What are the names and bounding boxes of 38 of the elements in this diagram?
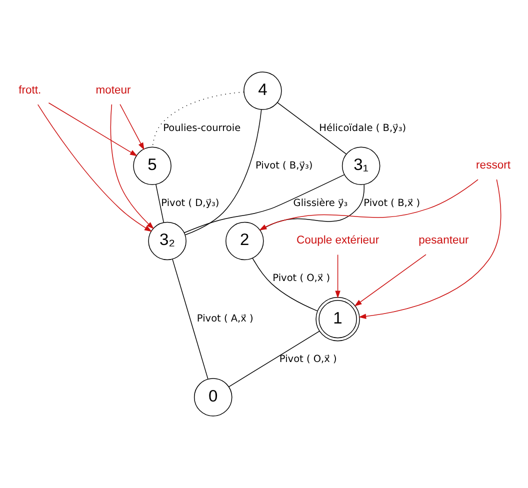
edge-label: Pivot ( O,x⃗ ) bbox=[272, 273, 330, 284]
edge-label: Poulies-courroie bbox=[163, 122, 241, 134]
connector bbox=[156, 184, 164, 223]
node-text: frott. bbox=[18, 84, 42, 96]
node-circle: 3₂ bbox=[148, 222, 186, 260]
connector bbox=[172, 258, 208, 380]
node-circle: 5 bbox=[133, 146, 172, 186]
connector bbox=[184, 109, 262, 236]
connector bbox=[228, 330, 320, 388]
edge-label: Pivot ( O,x⃗ ) bbox=[279, 354, 337, 366]
node-circle: 1 bbox=[316, 296, 360, 342]
edge-label: Pivot ( B,x⃗ ) bbox=[364, 198, 420, 209]
arrow bbox=[110, 104, 154, 230]
edge-label: Glissière y⃗₃ bbox=[293, 198, 348, 209]
arrow bbox=[259, 179, 478, 230]
connector bbox=[152, 92, 244, 148]
arrow bbox=[354, 254, 426, 306]
edge-label: Pivot ( D,y⃗₃) bbox=[161, 198, 220, 209]
node-text: pesanteur bbox=[418, 234, 469, 247]
arrow bbox=[335, 254, 340, 298]
node-text: moteur bbox=[96, 84, 131, 96]
arrow bbox=[120, 104, 144, 150]
node-text: Couple extérieur bbox=[296, 234, 380, 247]
connector bbox=[260, 184, 365, 230]
arrow bbox=[48, 102, 138, 156]
arrow bbox=[358, 179, 502, 319]
edge-label: Pivot ( A,x⃗ ) bbox=[196, 314, 254, 325]
arrow bbox=[37, 104, 152, 232]
node-circle: 3₁ bbox=[342, 146, 380, 186]
node-circle: 2 bbox=[226, 222, 264, 260]
node-circle: 0 bbox=[194, 378, 232, 416]
edge-label: Hélicoïdale ( B,y⃗₃) bbox=[319, 122, 406, 134]
connector bbox=[252, 258, 318, 312]
connector bbox=[277, 102, 347, 154]
connector bbox=[184, 174, 345, 234]
node-circle: 4 bbox=[244, 72, 282, 110]
edge-label: Pivot ( B,y⃗₃) bbox=[255, 160, 313, 172]
node-text: ressort bbox=[476, 160, 510, 172]
